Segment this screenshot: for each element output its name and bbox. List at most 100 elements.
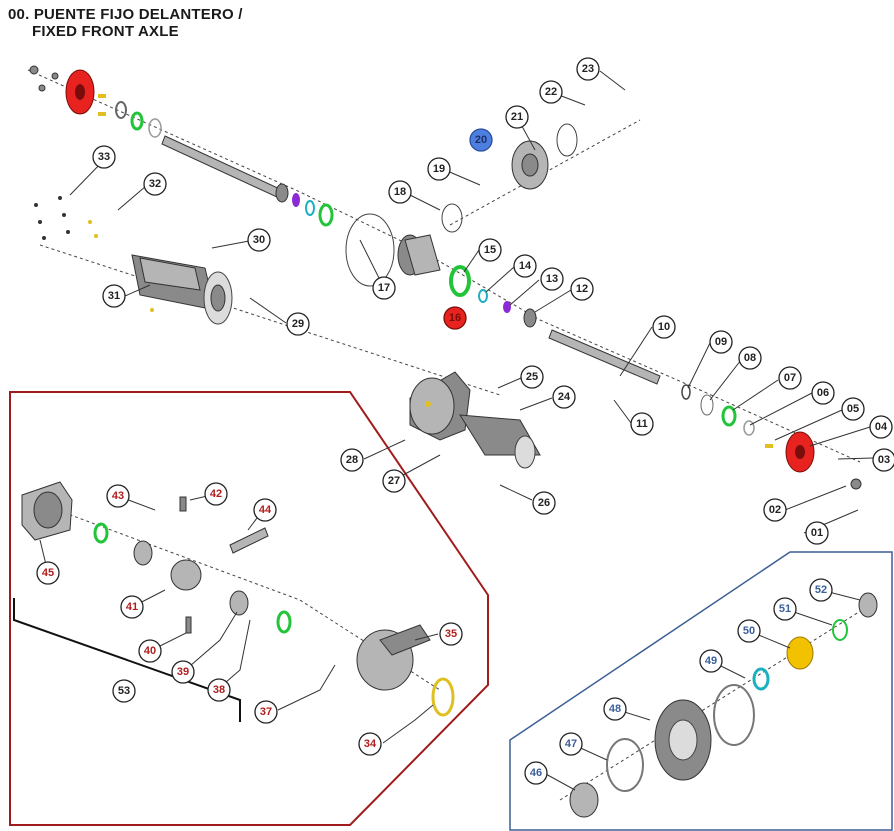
svg-text:09: 09 <box>715 336 727 348</box>
callout-34: 34 <box>358 732 382 756</box>
title-line-2: FIXED FRONT AXLE <box>32 23 179 40</box>
cross-pin <box>229 527 269 554</box>
callout-37: 37 <box>254 700 278 724</box>
callout-19: 19 <box>427 157 451 181</box>
svg-text:39: 39 <box>177 666 189 678</box>
pinion-bearing <box>569 782 599 818</box>
svg-text:11: 11 <box>636 418 648 430</box>
svg-text:04: 04 <box>875 421 888 433</box>
svg-text:42: 42 <box>210 488 222 500</box>
callout-18: 18 <box>388 180 412 204</box>
callout-04: 04 <box>869 415 893 439</box>
title-line-1: 00. PUENTE FIJO DELANTERO / <box>8 6 243 23</box>
callout-06: 06 <box>811 381 835 405</box>
left-axle-housing <box>131 254 233 325</box>
callout-13: 13 <box>540 267 564 291</box>
svg-text:30: 30 <box>253 234 265 246</box>
svg-text:49: 49 <box>705 655 717 667</box>
callout-48: 48 <box>603 697 627 721</box>
callout-01: 01 <box>805 521 829 545</box>
svg-text:27: 27 <box>388 475 400 487</box>
svg-text:37: 37 <box>260 706 272 718</box>
callout-02: 02 <box>763 498 787 522</box>
callout-15: 15 <box>478 238 502 262</box>
callout-11: 11 <box>630 412 654 436</box>
callout-30: 30 <box>247 228 271 252</box>
callout-50: 50 <box>737 619 761 643</box>
callout-27: 27 <box>382 469 406 493</box>
svg-text:32: 32 <box>149 178 161 190</box>
left-spacer-purple <box>292 193 300 207</box>
differential-group-box <box>9 391 489 826</box>
callout-39: 39 <box>171 660 195 684</box>
differential-carrier <box>409 371 541 469</box>
callout-23: 23 <box>576 57 600 81</box>
svg-text:28: 28 <box>346 454 358 466</box>
left-seal-green <box>130 111 144 131</box>
svg-text:26: 26 <box>538 497 550 509</box>
svg-text:18: 18 <box>394 186 406 198</box>
svg-text:17: 17 <box>378 282 390 294</box>
svg-text:24: 24 <box>558 391 571 403</box>
center-seal-green <box>449 265 471 297</box>
svg-text:35: 35 <box>445 628 457 640</box>
svg-text:47: 47 <box>565 738 577 750</box>
callout-09: 09 <box>709 330 733 354</box>
svg-text:44: 44 <box>259 504 272 516</box>
callout-46: 46 <box>524 761 548 785</box>
svg-text:51: 51 <box>779 603 791 615</box>
bearing-cone-yellow <box>786 636 814 670</box>
svg-text:53: 53 <box>118 685 130 697</box>
callout-07: 07 <box>778 366 802 390</box>
callout-51: 51 <box>773 597 797 621</box>
callout-24: 24 <box>552 385 576 409</box>
large-o-ring <box>345 213 395 287</box>
differential-internal-parts <box>13 481 455 722</box>
callout-52: 52 <box>809 578 833 602</box>
svg-text:15: 15 <box>484 244 496 256</box>
callout-29: 29 <box>286 312 310 336</box>
svg-text:29: 29 <box>292 318 304 330</box>
pinion-internal-parts <box>569 592 878 818</box>
svg-text:01: 01 <box>811 527 823 539</box>
left-nut <box>29 65 39 75</box>
svg-text:21: 21 <box>511 111 523 123</box>
svg-text:12: 12 <box>576 283 588 295</box>
callout-45: 45 <box>36 561 60 585</box>
callout-05: 05 <box>841 397 865 421</box>
pinion-group-box <box>509 551 893 831</box>
svg-text:10: 10 <box>658 321 670 333</box>
callout-12: 12 <box>570 277 594 301</box>
svg-text:06: 06 <box>817 387 829 399</box>
svg-text:52: 52 <box>815 584 827 596</box>
svg-text:23: 23 <box>582 63 594 75</box>
callout-03: 03 <box>872 448 894 472</box>
callout-31: 31 <box>102 284 126 308</box>
svg-text:50: 50 <box>743 625 755 637</box>
callout-33: 33 <box>92 145 116 169</box>
svg-text:46: 46 <box>530 767 542 779</box>
callout-42: 42 <box>204 482 228 506</box>
svg-text:20: 20 <box>475 134 487 146</box>
bolt-group-33 <box>34 196 98 240</box>
callout-49: 49 <box>699 649 723 673</box>
svg-text:48: 48 <box>609 703 621 715</box>
svg-text:38: 38 <box>213 684 225 696</box>
right-axle-shaft <box>548 329 661 385</box>
callout-16: 16 <box>443 306 467 330</box>
callout-26: 26 <box>532 491 556 515</box>
bolt-ring-34 <box>431 677 455 717</box>
callout-43: 43 <box>106 484 130 508</box>
svg-text:19: 19 <box>433 163 445 175</box>
callout-38: 38 <box>207 678 231 702</box>
svg-text:33: 33 <box>98 151 110 163</box>
svg-text:03: 03 <box>878 454 890 466</box>
svg-text:31: 31 <box>108 290 120 302</box>
callout-32: 32 <box>143 172 167 196</box>
callout-40: 40 <box>138 639 162 663</box>
callout-25: 25 <box>520 365 544 389</box>
svg-text:40: 40 <box>144 645 156 657</box>
svg-text:08: 08 <box>744 352 756 364</box>
svg-text:02: 02 <box>769 504 781 516</box>
